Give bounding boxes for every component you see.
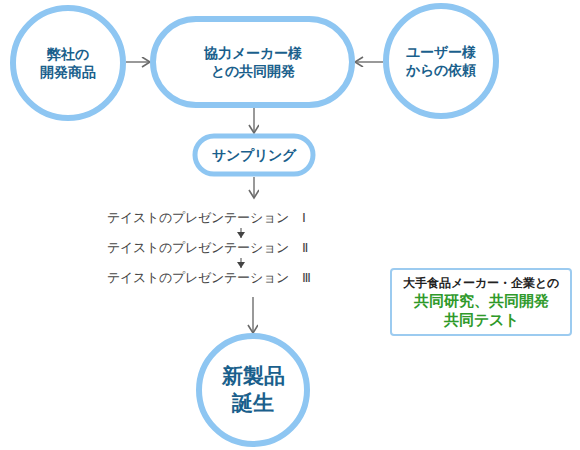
presentation-bar: テイストのプレゼンテーション Ⅱ — [97, 238, 385, 258]
start-circle: 新製品 誕生 — [196, 333, 310, 447]
note-heading: 大手食品メーカー・企業との — [398, 275, 564, 292]
circle-ring — [199, 336, 307, 444]
flow-arrow — [253, 177, 255, 198]
flow-arrow — [253, 108, 255, 133]
flow-arrow — [355, 61, 383, 63]
flow-arrow — [252, 297, 254, 333]
node-label: テイストのプレゼンテーション Ⅰ — [97, 209, 306, 227]
pill-ring — [195, 136, 313, 174]
node-label: サンプリング — [212, 146, 296, 164]
node-label: テイストのプレゼンテーション Ⅱ — [97, 239, 308, 257]
flow-arrow — [126, 61, 150, 63]
start-circle: ユーザー様 からの依頼 — [383, 3, 499, 119]
presentation-bar: テイストのプレゼンテーション Ⅰ — [97, 208, 385, 228]
pill-ring — [153, 19, 352, 105]
node-label: 協力メーカー様 との共同開発 — [197, 44, 309, 80]
start-circle-outline — [10, 5, 126, 121]
silhouette-figures — [398, 156, 566, 300]
process-pill-outline — [150, 16, 355, 108]
flow-arrow — [241, 228, 242, 238]
note-box: 大手食品メーカー・企業との共同研究、共同開発 共同テスト — [390, 268, 572, 336]
process-pill: 協力メーカー様 との共同開発 — [150, 16, 355, 108]
node-label: ユーザー様 からの依頼 — [400, 43, 482, 79]
circle-ring — [386, 6, 496, 116]
start-circle-outline — [196, 333, 310, 447]
start-circle-outline — [383, 3, 499, 119]
presentation-bar: テイストのプレゼンテーション Ⅲ — [97, 268, 385, 288]
node-label: 新製品 誕生 — [217, 363, 289, 418]
note-highlight: 共同研究、共同開発 共同テスト — [406, 292, 556, 330]
band-fill — [89, 198, 398, 297]
node-label: 弊社の 開発商品 — [32, 45, 104, 81]
circle-ring — [13, 8, 123, 118]
start-circle: 弊社の 開発商品 — [10, 5, 126, 121]
presentation-band: テイストのプレゼンテーション Ⅰ テイストのプレゼンテーション Ⅱ テイストのプレゼ… — [89, 198, 398, 297]
flow-arrow — [241, 258, 242, 268]
node-label: テイストのプレゼンテーション Ⅲ — [97, 269, 311, 287]
process-pill: サンプリング — [192, 133, 316, 177]
